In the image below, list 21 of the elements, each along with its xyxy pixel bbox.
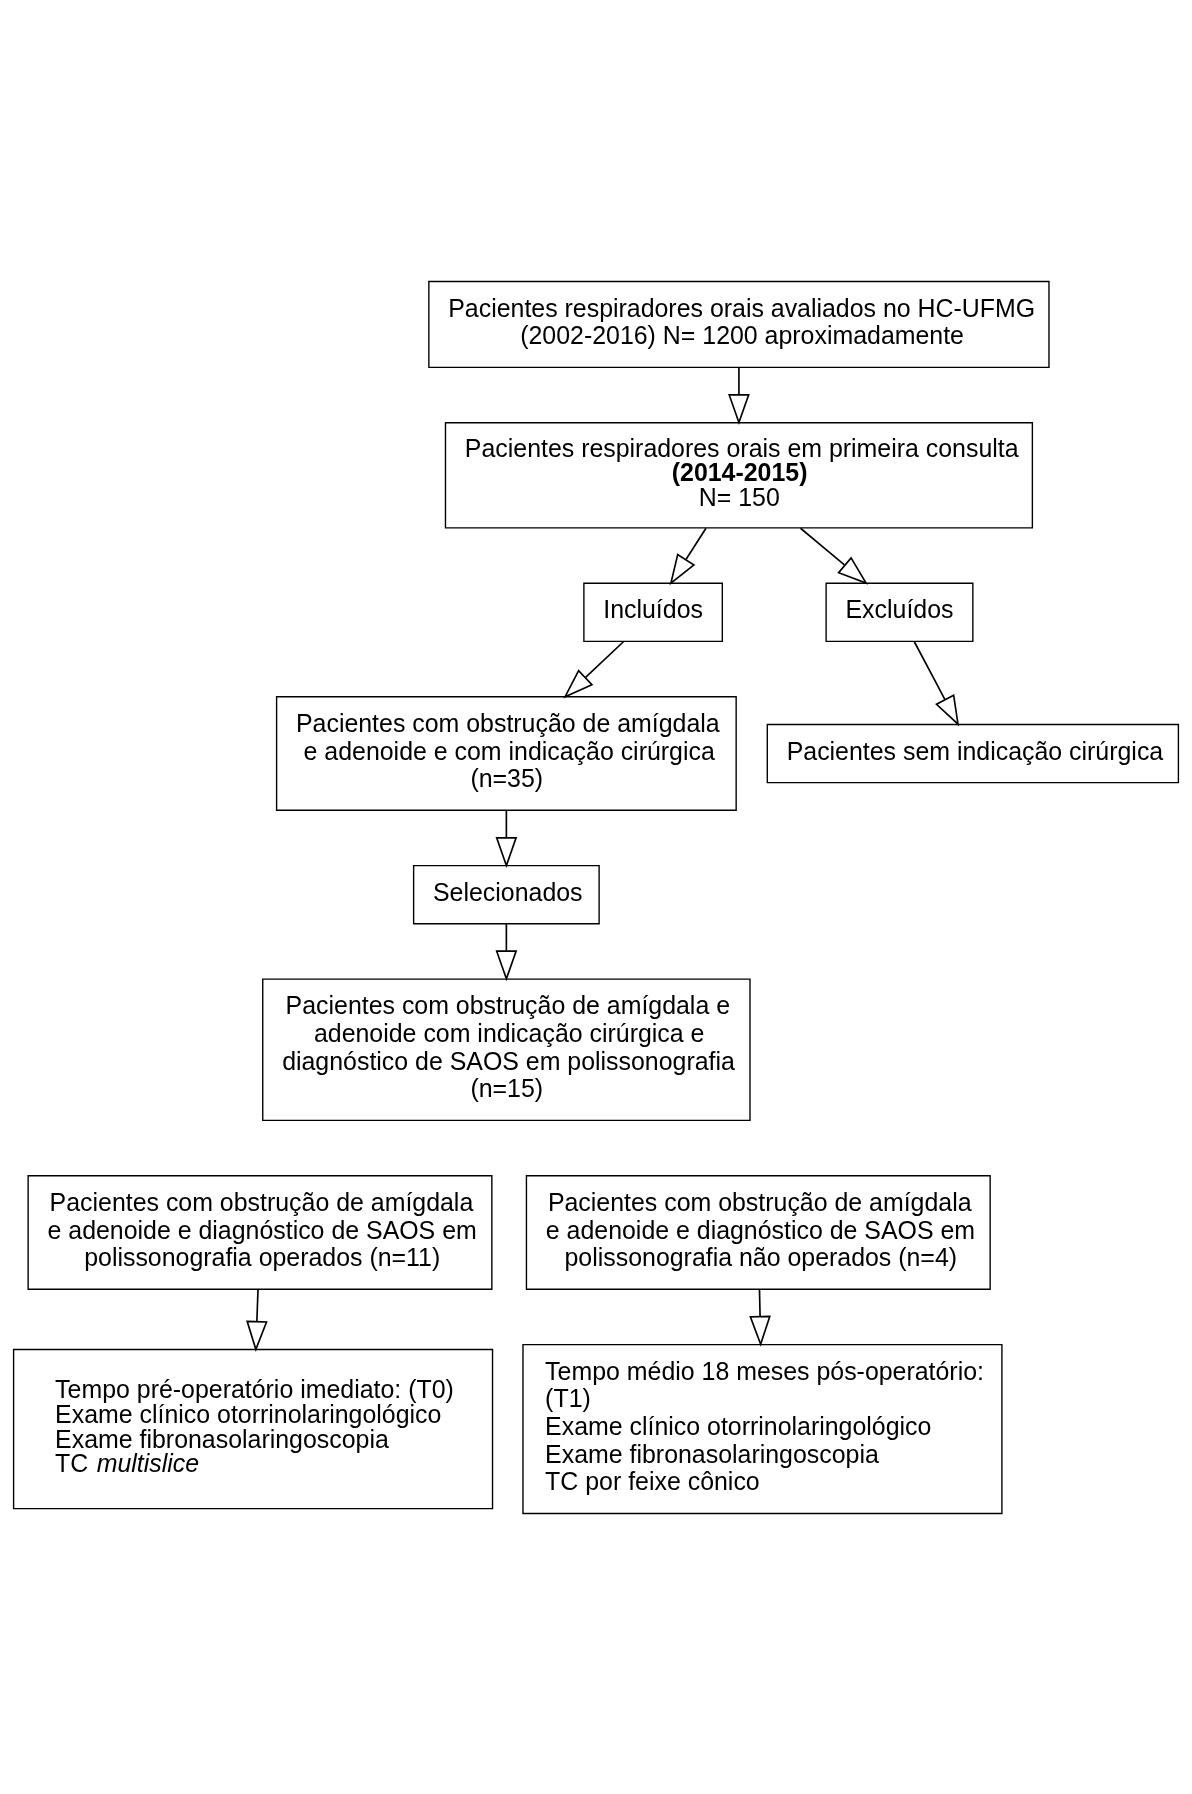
node-box: Excluídos xyxy=(825,582,974,642)
node-box: Pacientes sem indicação cirúrgica xyxy=(766,723,1180,783)
arrow xyxy=(749,1288,771,1347)
node-box: Pacientes com obstrução de amígdala e adenoide e com indicação cirúrgica (n=35) xyxy=(275,695,737,811)
node-box: Tempo médio 18 meses pós-operatório: (T1) Exame clínico otorrinolaringológico Exame fibronasolaringoscopia TC por feixe cônico xyxy=(522,1343,1003,1514)
node-box: Pacientes respiradores orais em primeira consulta (2014-2015) N= 150 xyxy=(444,421,1034,529)
arrow xyxy=(563,640,625,698)
node-box: Tempo pré-operatório imediato: (T0) Exame clínico otorrinolaringológico Exame fibronasolaringoscopia TC multislice xyxy=(12,1348,494,1509)
arrow xyxy=(728,366,750,425)
node-box: Incluídos xyxy=(583,582,723,642)
node-box: Pacientes com obstrução de amígdala e adenoide com indicação cirúrgica e diagnóstico de SAOS em polissonografia (n=15) xyxy=(262,977,751,1121)
arrow xyxy=(669,526,707,585)
arrow xyxy=(246,1288,268,1352)
arrow xyxy=(913,640,960,726)
arrow xyxy=(799,526,869,585)
node-box: Pacientes com obstrução de amígdala e adenoide e diagnóstico de SAOS em polissonografia não operados (n=4) xyxy=(525,1174,991,1290)
arrow xyxy=(495,922,518,981)
node-box: Pacientes com obstrução de amígdala e adenoide e diagnóstico de SAOS em polissonografia operados (n=11) xyxy=(27,1174,493,1290)
node-box: Selecionados xyxy=(412,864,600,924)
arrow xyxy=(495,809,518,868)
node-box: Pacientes respiradores orais avaliados no HC-UFMG (2002-2016) N= 1200 aproximadamente xyxy=(428,280,1050,368)
